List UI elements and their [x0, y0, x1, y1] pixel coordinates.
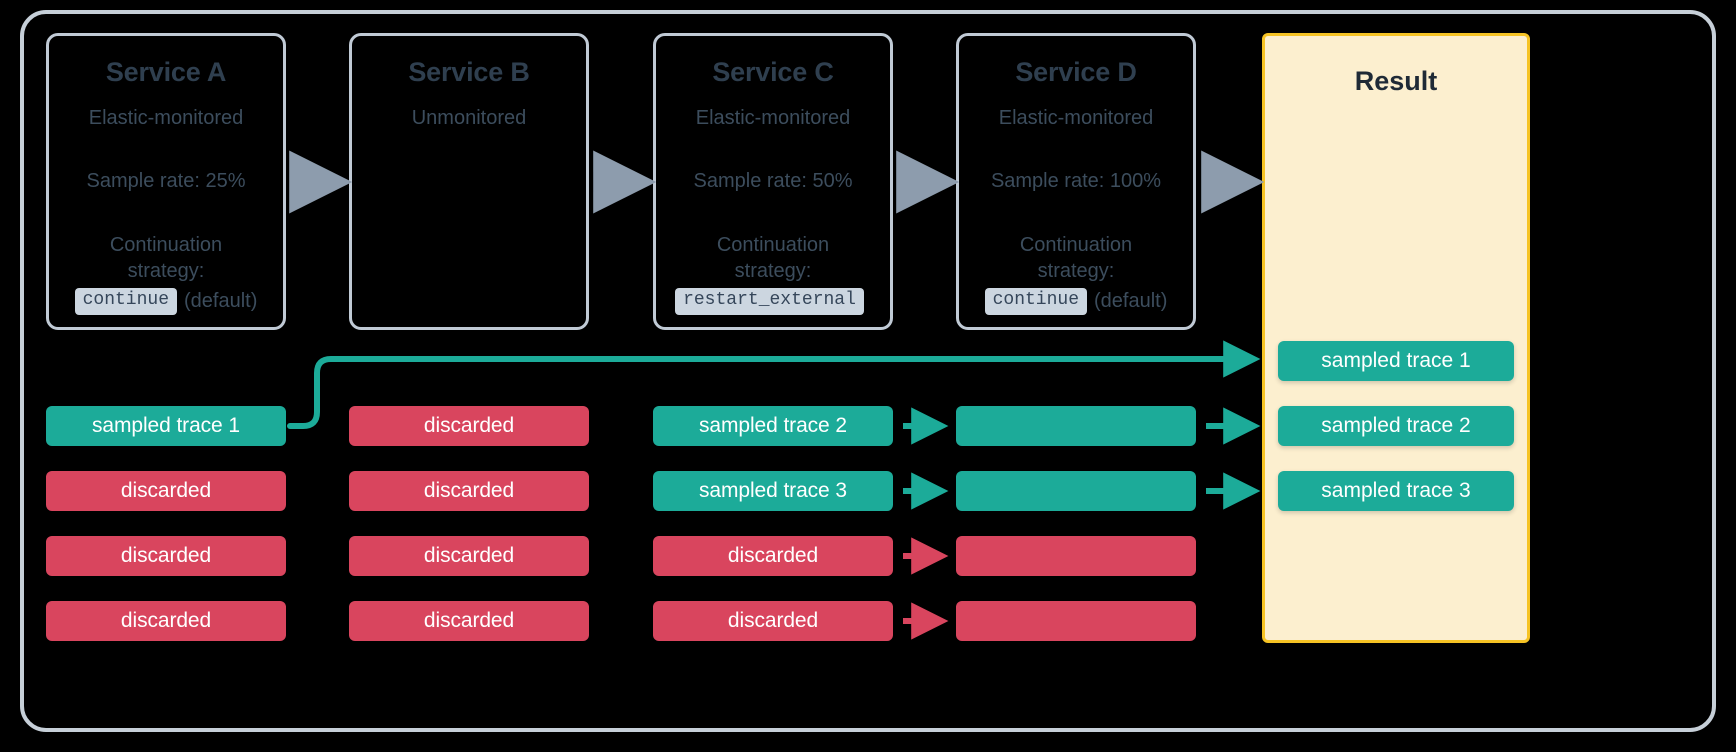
service-c-sample-rate: Sample rate: 50% — [693, 170, 853, 193]
service-c-strategy-label-2: strategy: — [734, 260, 812, 283]
service-card-c: Service C Elastic-monitored Sample rate:… — [653, 33, 893, 330]
service-d-strategy-label-1: Continuation — [1019, 234, 1133, 257]
trace-box: discarded — [349, 406, 589, 446]
service-a-strategy-label-1: Continuation — [109, 234, 223, 257]
service-c-strategy-label-1: Continuation — [716, 234, 830, 257]
service-a-title: Service A — [105, 57, 227, 87]
trace-box: sampled trace 3 — [653, 471, 893, 511]
service-b-monitoring: Unmonitored — [411, 107, 527, 130]
service-c-strategy-row: restart_external — [656, 288, 890, 316]
service-c-strategy-value: restart_external — [675, 288, 864, 316]
service-card-b: Service B Unmonitored — [349, 33, 589, 330]
service-a-strategy-note: (default) — [184, 290, 258, 313]
service-d-strategy-note: (default) — [1094, 290, 1168, 313]
trace-box: sampled trace 2 — [653, 406, 893, 446]
service-c-title: Service C — [712, 57, 834, 87]
trace-box — [956, 406, 1196, 446]
service-d-title: Service D — [1015, 57, 1137, 87]
result-title: Result — [1354, 66, 1438, 96]
service-a-strategy-row: continue (default) — [49, 288, 283, 316]
service-a-sample-rate: Sample rate: 25% — [86, 170, 246, 193]
trace-box: discarded — [46, 601, 286, 641]
trace-box: discarded — [46, 471, 286, 511]
result-trace-box: sampled trace 1 — [1278, 341, 1514, 381]
service-d-strategy-row: continue (default) — [959, 288, 1193, 316]
result-trace-box: sampled trace 3 — [1278, 471, 1514, 511]
trace-box: discarded — [349, 601, 589, 641]
trace-box: sampled trace 1 — [46, 406, 286, 446]
service-c-monitoring: Elastic-monitored — [695, 107, 851, 130]
service-d-strategy-value: continue — [984, 288, 1088, 316]
service-a-strategy-value: continue — [74, 288, 178, 316]
trace-box — [956, 536, 1196, 576]
service-card-d: Service D Elastic-monitored Sample rate:… — [956, 33, 1196, 330]
service-a-monitoring: Elastic-monitored — [88, 107, 244, 130]
service-d-monitoring: Elastic-monitored — [998, 107, 1154, 130]
service-card-a: Service A Elastic-monitored Sample rate:… — [46, 33, 286, 330]
trace-box: discarded — [46, 536, 286, 576]
trace-box: discarded — [653, 536, 893, 576]
service-a-strategy-label-2: strategy: — [127, 260, 205, 283]
result-trace-box: sampled trace 2 — [1278, 406, 1514, 446]
trace-box: discarded — [349, 471, 589, 511]
trace-box: discarded — [653, 601, 893, 641]
trace-box: discarded — [349, 536, 589, 576]
trace-box — [956, 601, 1196, 641]
result-panel: Result — [1262, 33, 1530, 643]
service-b-title: Service B — [408, 57, 530, 87]
trace-box — [956, 471, 1196, 511]
service-d-strategy-label-2: strategy: — [1037, 260, 1115, 283]
service-d-sample-rate: Sample rate: 100% — [990, 170, 1162, 193]
